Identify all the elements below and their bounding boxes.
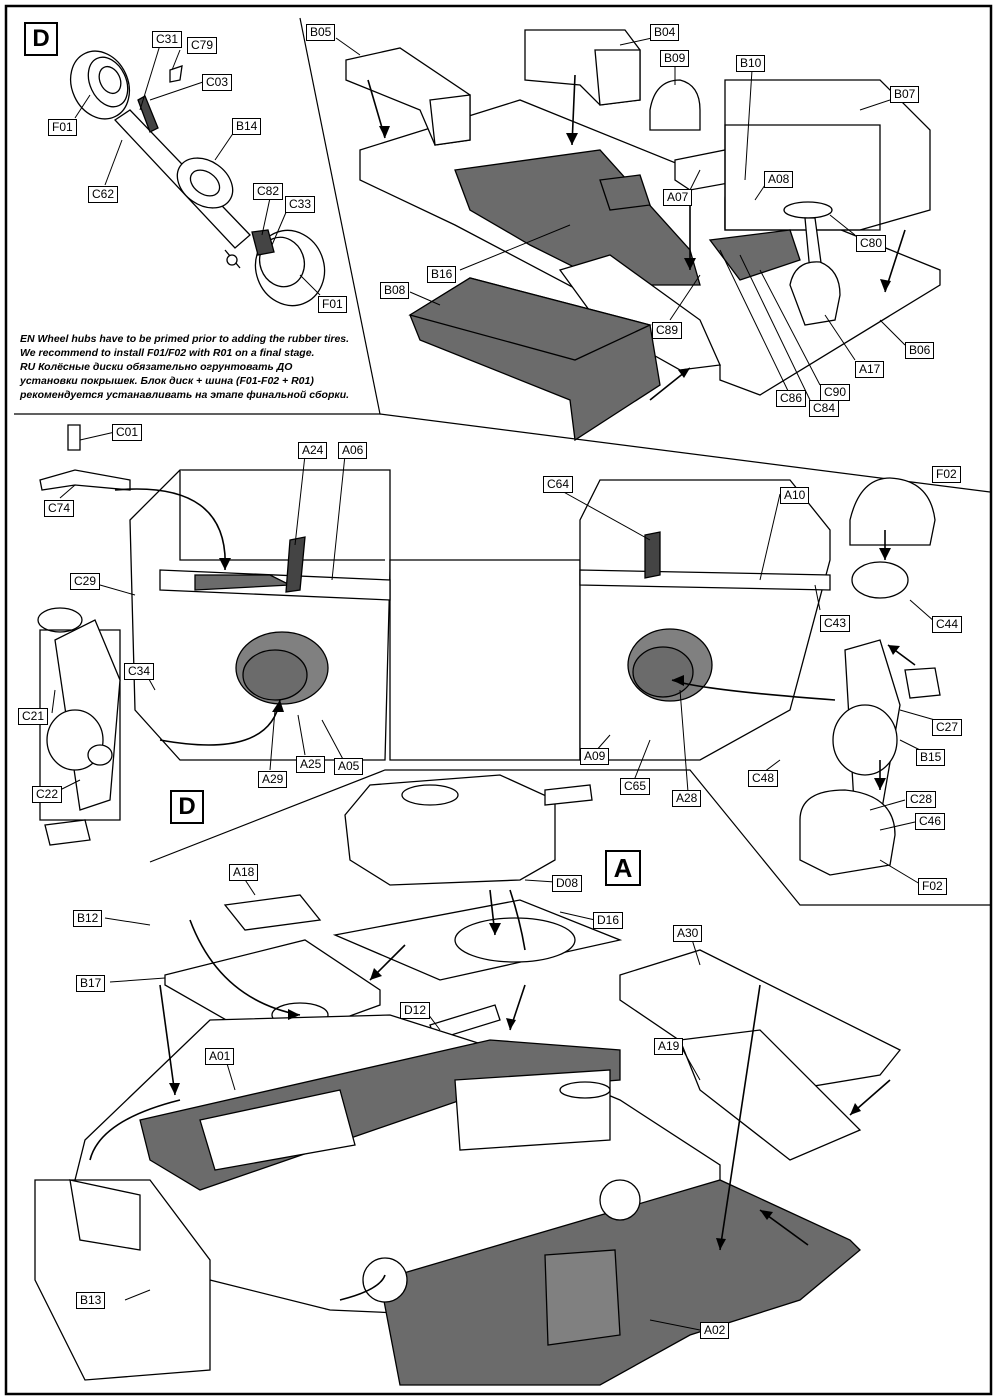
- part-label-a28: A28: [672, 790, 702, 807]
- part-label-a19: A19: [654, 1038, 684, 1055]
- part-label-b15: B15: [916, 749, 946, 766]
- step-marker-a: A: [605, 850, 641, 886]
- part-label-c84: C84: [809, 400, 840, 417]
- part-label-c80: C80: [856, 235, 887, 252]
- part-label-c22: C22: [32, 786, 63, 803]
- step-marker-d-reference: D: [170, 790, 204, 824]
- part-label-d08: D08: [552, 875, 583, 892]
- note-en-tag: EN: [20, 333, 35, 345]
- part-label-a30: A30: [673, 925, 703, 942]
- note-en-line-2: We recommend to install F01/F02 with R01…: [20, 347, 315, 359]
- part-label-b09: B09: [660, 50, 690, 67]
- part-label-c48: C48: [748, 770, 779, 787]
- part-label-a17: A17: [855, 361, 885, 378]
- part-label-a18: A18: [229, 864, 259, 881]
- part-label-b10: B10: [736, 55, 766, 72]
- middle-divider: [149, 769, 990, 906]
- assembly-note: EN Wheel hubs have to be primed prior to…: [20, 332, 370, 402]
- part-label-c03: C03: [202, 74, 233, 91]
- part-label-b08: B08: [380, 282, 410, 299]
- page-frame: [4, 4, 993, 1396]
- part-label-c65: C65: [620, 778, 651, 795]
- part-label-a29: A29: [258, 771, 288, 788]
- part-label-a10: A10: [780, 487, 810, 504]
- part-label-a07: A07: [663, 189, 693, 206]
- chassis-drawing: [37, 424, 941, 876]
- part-label-a05: A05: [334, 758, 364, 775]
- part-label-a02: A02: [700, 1322, 730, 1339]
- part-label-c62: C62: [88, 186, 119, 203]
- part-label-b05: B05: [306, 24, 336, 41]
- part-label-c27: C27: [932, 719, 963, 736]
- note-en-text-1: Wheel hubs have to be primed prior to ad…: [37, 333, 350, 345]
- part-label-c28: C28: [906, 791, 937, 808]
- part-label-c74: C74: [44, 500, 75, 517]
- part-label-c46: C46: [915, 813, 946, 830]
- part-label-f02: F02: [932, 466, 961, 483]
- part-label-c33: C33: [285, 196, 316, 213]
- part-label-c44: C44: [932, 616, 963, 633]
- part-label-c43: C43: [820, 615, 851, 632]
- part-label-a08: A08: [764, 171, 794, 188]
- part-label-b06: B06: [905, 342, 935, 359]
- part-label-c31: C31: [152, 31, 183, 48]
- part-label-d12: D12: [400, 1002, 431, 1019]
- part-label-b14: B14: [232, 118, 262, 135]
- part-label-a01: A01: [205, 1048, 235, 1065]
- note-ru-line-1: RU Колёсные диски обязательно огрунтоват…: [20, 360, 370, 374]
- note-ru-line-3: рекомендуется устанавливать на этапе фин…: [20, 389, 350, 401]
- leader-lines: [51, 37, 936, 1331]
- part-label-d16: D16: [593, 912, 624, 929]
- part-label-b07: B07: [890, 86, 920, 103]
- part-label-b13: B13: [76, 1292, 106, 1309]
- part-label-b04: B04: [650, 24, 680, 41]
- note-ru-tag: RU: [20, 361, 36, 373]
- part-label-a24: A24: [298, 442, 328, 459]
- part-label-a09: A09: [580, 748, 610, 765]
- part-label-f02-2: F02: [918, 878, 947, 895]
- part-label-c21: C21: [18, 708, 49, 725]
- part-label-c86: C86: [776, 390, 807, 407]
- part-label-c79: C79: [187, 37, 218, 54]
- part-label-b12: B12: [73, 910, 103, 927]
- part-label-c01: C01: [112, 424, 143, 441]
- part-label-c89: C89: [652, 322, 683, 339]
- inset-axle-drawing: [69, 50, 326, 307]
- part-label-b17: B17: [76, 975, 106, 992]
- part-label-f01-2: F01: [318, 296, 347, 313]
- part-label-c90: C90: [820, 384, 851, 401]
- note-ru-line-2: установки покрышек. Блок диск + шина (F0…: [20, 375, 314, 387]
- part-label-f01: F01: [48, 119, 77, 136]
- step-marker-d: D: [24, 22, 58, 56]
- note-en-line-1: EN Wheel hubs have to be primed prior to…: [20, 332, 370, 346]
- part-label-c34: C34: [124, 663, 155, 680]
- note-ru-text-1: Колёсные диски обязательно огрунтовать Д…: [38, 361, 293, 373]
- arrow-heads: [169, 126, 900, 1250]
- part-label-a06: A06: [338, 442, 368, 459]
- interior-floor-drawing: [345, 29, 941, 442]
- part-label-c64: C64: [543, 476, 574, 493]
- part-label-b16: B16: [427, 266, 457, 283]
- hull-drawing: [34, 774, 902, 1386]
- part-label-c29: C29: [70, 573, 101, 590]
- part-label-a25: A25: [296, 756, 326, 773]
- part-label-c82: C82: [253, 183, 284, 200]
